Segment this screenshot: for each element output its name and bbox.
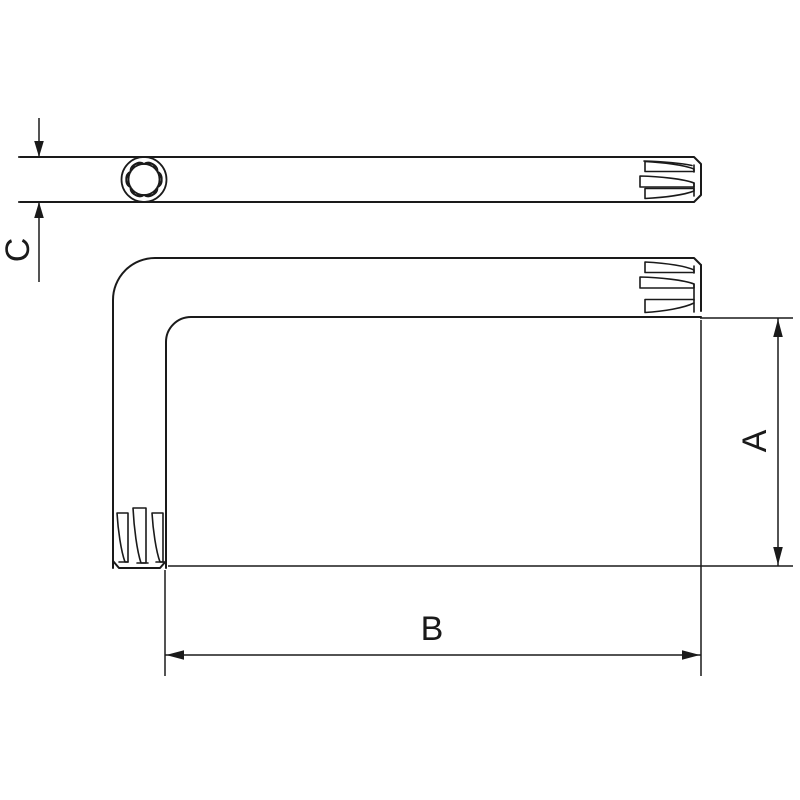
flute: [639, 276, 695, 289]
top-view-body-outline: [19, 156, 702, 203]
l-key-inner-outline: [165, 316, 702, 569]
l-key-outer-outline: [112, 257, 702, 569]
l-key-bottom-end-face: [112, 560, 167, 569]
front-view-bottom-flutes: [116, 507, 165, 564]
flute: [644, 187, 695, 200]
dim-a-label: A: [736, 429, 774, 452]
dim-a-arrow-bottom: [773, 547, 783, 565]
top-view-group: [19, 156, 702, 203]
flute: [644, 261, 695, 274]
flute: [116, 512, 129, 563]
top-view-flutes: [639, 160, 695, 200]
flute: [644, 298, 695, 314]
dim-b-arrow-right: [682, 650, 700, 660]
socket-lobe: [125, 162, 141, 185]
socket-outer-circle: [120, 156, 168, 203]
dim-b-arrow-left: [166, 650, 184, 660]
flute: [132, 507, 147, 564]
flute: [151, 512, 164, 563]
front-view-group: [112, 257, 702, 569]
dim-c-label: C: [0, 238, 37, 263]
front-view-right-flutes: [639, 261, 695, 314]
flute: [644, 160, 695, 173]
dim-c-arrow-top: [34, 141, 44, 157]
socket-lobes: [125, 161, 163, 198]
dim-b-label: B: [421, 610, 444, 648]
dimension-c: C: [0, 118, 82, 282]
torx-socket-profile: [120, 156, 168, 203]
dimension-b: B: [164, 320, 702, 676]
dim-a-arrow-top: [773, 319, 783, 337]
flute: [639, 175, 695, 188]
dimension-a: A: [168, 317, 793, 567]
dim-c-arrow-bottom: [34, 202, 44, 218]
